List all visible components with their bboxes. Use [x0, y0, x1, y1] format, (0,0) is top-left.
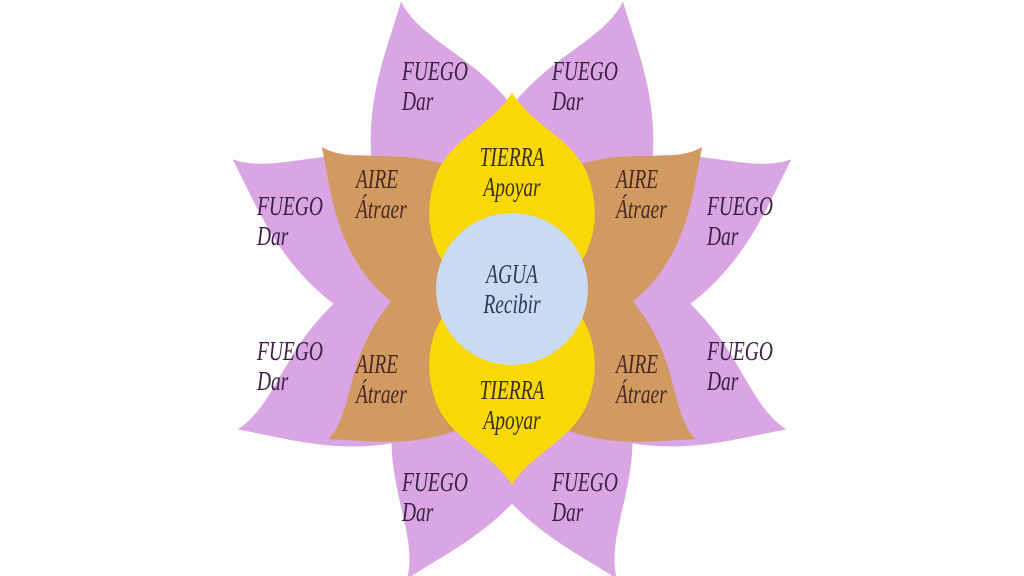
label-outer-top-right: FUEGO Dar: [552, 56, 618, 116]
label-outer-bottom-right: FUEGO Dar: [552, 467, 618, 527]
label-center: AGUA Recibir: [404, 259, 620, 319]
element-action: Átraer: [616, 194, 667, 224]
element-name: AIRE: [356, 164, 399, 194]
element-name: TIERRA: [479, 375, 545, 405]
label-outer-right-upper: FUEGO Dar: [707, 191, 773, 251]
element-name: FUEGO: [707, 191, 773, 221]
element-name: TIERRA: [479, 142, 545, 172]
element-name: AIRE: [356, 349, 399, 379]
label-outer-bottom-left: FUEGO Dar: [402, 467, 468, 527]
label-outer-right-lower: FUEGO Dar: [707, 336, 773, 396]
element-name: FUEGO: [402, 56, 468, 86]
element-action: Átraer: [356, 379, 407, 409]
element-action: Dar: [552, 497, 584, 527]
element-name: FUEGO: [257, 336, 323, 366]
center-circle: [436, 213, 588, 365]
element-name: FUEGO: [402, 467, 468, 497]
label-outer-top-left: FUEGO Dar: [402, 56, 468, 116]
element-action: Átraer: [616, 379, 667, 409]
label-outer-left-lower: FUEGO Dar: [257, 336, 323, 396]
element-action: Dar: [707, 221, 739, 251]
element-action: Recibir: [483, 289, 541, 319]
label-inner-bottom: TIERRA Apoyar: [404, 375, 620, 435]
element-action: Átraer: [356, 194, 407, 224]
element-action: Dar: [257, 366, 289, 396]
element-action: Apoyar: [483, 172, 541, 202]
element-action: Apoyar: [483, 405, 541, 435]
element-name: AIRE: [616, 349, 659, 379]
element-name: FUEGO: [257, 191, 323, 221]
label-middle-upper-right: AIRE Átraer: [616, 164, 667, 224]
label-middle-lower-right: AIRE Átraer: [616, 349, 667, 409]
element-action: Dar: [707, 366, 739, 396]
label-outer-left-upper: FUEGO Dar: [257, 191, 323, 251]
element-name: FUEGO: [552, 467, 618, 497]
element-action: Dar: [402, 497, 434, 527]
element-name: FUEGO: [707, 336, 773, 366]
label-middle-lower-left: AIRE Átraer: [356, 349, 407, 409]
element-name: FUEGO: [552, 56, 618, 86]
element-action: Dar: [552, 86, 584, 116]
element-name: AIRE: [616, 164, 659, 194]
element-name: AGUA: [486, 259, 538, 289]
element-action: Dar: [402, 86, 434, 116]
label-middle-upper-left: AIRE Átraer: [356, 164, 407, 224]
label-inner-top: TIERRA Apoyar: [404, 142, 620, 202]
element-action: Dar: [257, 221, 289, 251]
